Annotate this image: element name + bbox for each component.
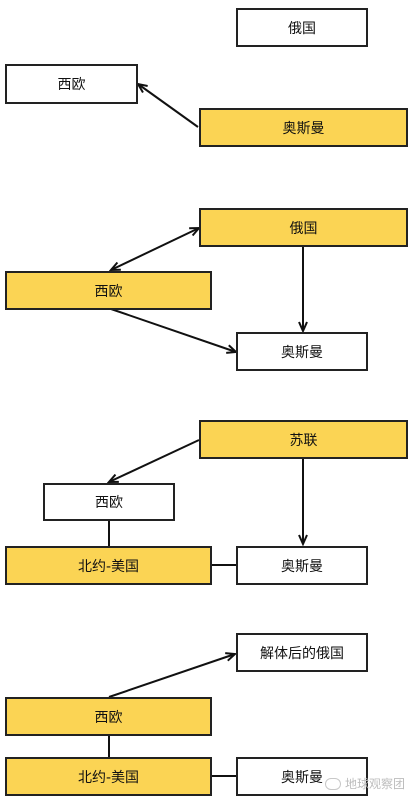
- node-post-breakup-russia-p4: 解体后的俄国: [236, 633, 368, 672]
- node-ottoman-p3: 奥斯曼: [236, 546, 368, 585]
- arrow-ottoman-to-western-europe: [138, 84, 199, 128]
- watermark: 地球观察团: [324, 775, 405, 792]
- node-ottoman-p4: 奥斯曼: [236, 757, 368, 796]
- node-western-europe-p4: 西欧: [5, 697, 212, 736]
- arrow-russia-western-europe-bidirectional: [111, 228, 199, 270]
- node-nato-usa-p3: 北约-美国: [5, 546, 212, 585]
- node-ottoman-p2: 奥斯曼: [236, 332, 368, 371]
- node-russia-p2: 俄国: [199, 208, 408, 247]
- node-soviet-union-p3: 苏联: [199, 420, 408, 459]
- arrow-western-europe-to-post-breakup-russia: [108, 654, 235, 698]
- node-russia-p1: 俄国: [236, 8, 368, 47]
- watermark-text: 地球观察团: [344, 777, 405, 791]
- node-western-europe-p3: 西欧: [43, 483, 175, 521]
- arrow-western-europe-to-ottoman: [110, 308, 236, 352]
- arrow-soviet-to-western-europe: [109, 439, 200, 482]
- node-western-europe-p1: 西欧: [5, 64, 138, 104]
- wechat-logo-icon: [324, 777, 341, 790]
- node-ottoman-p1: 奥斯曼: [199, 108, 408, 147]
- node-western-europe-p2: 西欧: [5, 271, 212, 310]
- node-nato-usa-p4: 北约-美国: [5, 757, 212, 796]
